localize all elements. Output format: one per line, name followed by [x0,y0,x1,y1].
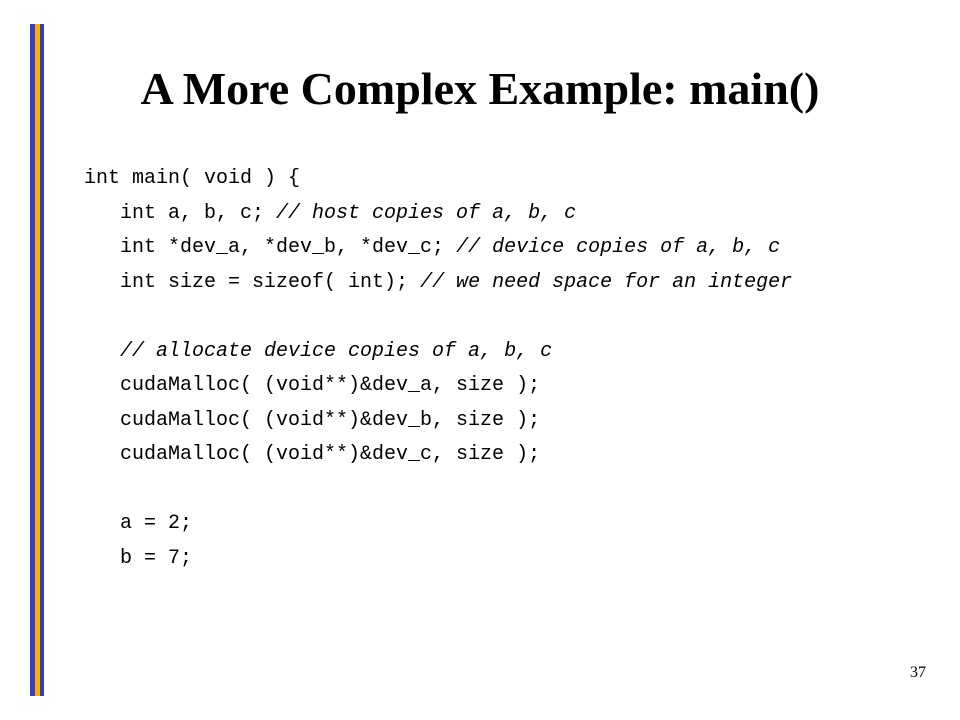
code-line: cudaMalloc( (void**)&dev_c, size ); [120,443,541,466]
code-line: cudaMalloc( (void**)&dev_b, size ); [120,408,541,432]
code-line: int main( void ) { [84,167,301,190]
slide-title: A More Complex Example: main() [140,63,820,114]
code-text: int *dev_a, *dev_b, *dev_c; [120,236,457,259]
code-line: cudaMalloc( (void**)&dev_a, size ); [120,374,541,397]
page-number: 37 [910,664,926,681]
blank-line [84,300,792,335]
code-comment-line: // allocate device copies of a, b, c [120,339,553,363]
code-line: int a, b, c; // host copies of a, b, c [84,197,792,232]
code-comment: // device copies of a, b, c [456,236,781,259]
code-block: int main( void ) { int a, b, c; // host … [84,162,792,576]
code-line: b = 7; [120,546,193,570]
left-accent-bar-blue-outer [30,24,35,696]
code-comment: // we need space for an integer [420,270,793,294]
code-line: int size = sizeof( int); // we need spac… [84,266,792,301]
code-line: a = 2; [120,512,193,535]
code-text: int size = sizeof( int); [120,270,421,294]
blank-line [84,473,792,508]
code-text: int a, b, c; [120,201,277,225]
code-comment: // host copies of a, b, c [276,201,577,225]
code-line: int *dev_a, *dev_b, *dev_c; // device co… [84,231,792,266]
left-accent-bar-blue-inner [40,24,44,696]
left-accent-bar-gold [35,24,40,696]
